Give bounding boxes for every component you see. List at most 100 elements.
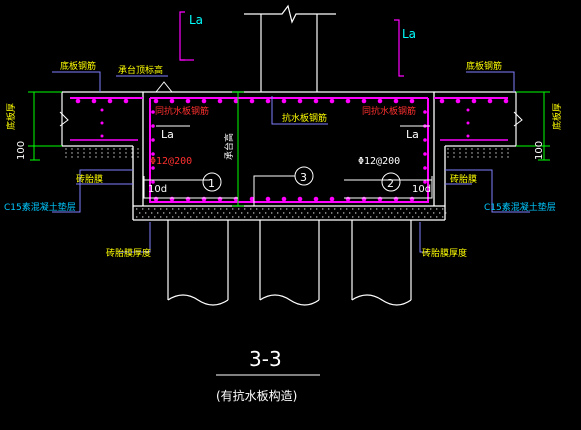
slab-left	[59, 91, 143, 147]
rebar-dot	[249, 196, 255, 202]
bedding-dot	[244, 208, 246, 210]
bedding-dot	[202, 208, 204, 210]
bedding-dot	[95, 156, 97, 158]
bedding-dot	[343, 212, 345, 214]
bedding-dot	[113, 148, 115, 150]
rebar-dot	[345, 196, 351, 202]
bedding-dot	[77, 148, 79, 150]
bedding-dot	[271, 212, 273, 214]
bedding-dot	[262, 216, 264, 218]
brick-thickness-right: 砖胎膜厚度	[422, 247, 467, 259]
bedding-dot	[166, 208, 168, 210]
bedding-dot	[289, 212, 291, 214]
rebar-dot	[151, 166, 155, 170]
dimension-lines	[28, 91, 550, 207]
bedding-dot	[501, 156, 503, 158]
rebar-dot	[297, 98, 303, 104]
bedding-dot	[501, 152, 503, 154]
bedding-dot	[489, 152, 491, 154]
piles	[167, 220, 412, 306]
bedding-hatch	[65, 148, 509, 218]
rebar-dot	[201, 98, 207, 104]
rebar-dot	[169, 98, 175, 104]
bedding-dot	[220, 208, 222, 210]
bedding-dot	[119, 156, 121, 158]
bottom-rebar-left-label: 底板钢筋	[60, 60, 96, 72]
rebar-dot	[423, 152, 427, 156]
bedding-dot	[436, 208, 438, 210]
la-inner-right: La	[406, 128, 419, 141]
bedding-dot	[259, 212, 261, 214]
slab-thickness-right: 底板厚	[551, 103, 563, 130]
rebar-dot	[153, 98, 159, 104]
rebar-dot	[423, 110, 427, 114]
brick-mold-left: 砖胎膜	[76, 173, 103, 185]
rebar-dot	[423, 138, 427, 142]
bedding-dot	[358, 208, 360, 210]
bedding-dot	[163, 212, 165, 214]
bedding-dot	[184, 216, 186, 218]
bedding-dot	[340, 216, 342, 218]
bedding-dot	[507, 152, 509, 154]
rebar-dot	[217, 98, 223, 104]
bedding-dot	[292, 208, 294, 210]
bedding-dot	[157, 212, 159, 214]
bedding-dot	[471, 156, 473, 158]
bedding-dot	[101, 148, 103, 150]
rebar-dot	[265, 196, 271, 202]
hooks	[143, 176, 433, 199]
bedding-dot	[439, 212, 441, 214]
la-label-top-right: La	[402, 27, 416, 41]
bedding-dot	[367, 212, 369, 214]
bedding-dot	[247, 212, 249, 214]
bedding-dot	[483, 148, 485, 150]
bedding-dot	[178, 208, 180, 210]
bedding-dot	[190, 216, 192, 218]
section-subtitle: (有抗水板构造)	[216, 388, 297, 403]
bedding-dot	[211, 212, 213, 214]
rebar-dot	[361, 98, 367, 104]
rebar-dot	[361, 196, 367, 202]
bedding-dot	[178, 216, 180, 218]
bedding-dot	[412, 208, 414, 210]
bedding-dot	[364, 208, 366, 210]
bedding-dot	[495, 156, 497, 158]
la-inner-left: La	[161, 128, 174, 141]
bedding-dot	[310, 216, 312, 218]
rebar-dot	[169, 196, 175, 202]
bedding-dot	[477, 156, 479, 158]
column-stub	[244, 4, 336, 92]
bedding-dot	[355, 212, 357, 214]
bedding-dot	[196, 208, 198, 210]
bedding-dot	[154, 208, 156, 210]
slab-thickness-left: 底板厚	[5, 103, 17, 130]
rebar-dot	[249, 98, 255, 104]
bedding-dot	[205, 212, 207, 214]
bedding-dot	[280, 208, 282, 210]
bedding-dot	[415, 212, 417, 214]
bedding-dot	[202, 216, 204, 218]
bedding-dot	[418, 208, 420, 210]
bedding-dot	[501, 148, 503, 150]
bedding-dot	[268, 216, 270, 218]
slab-right	[434, 91, 523, 147]
bedding-dot	[331, 212, 333, 214]
rebar-dot	[377, 98, 383, 104]
la-bracket-top-right	[394, 19, 404, 77]
bedding-dot	[208, 208, 210, 210]
bottom-rebar-right-label: 底板钢筋	[466, 60, 502, 72]
rebar-dot	[281, 196, 287, 202]
bedding-dot	[319, 212, 321, 214]
cap-top-label: 承台顶标高	[118, 64, 163, 76]
bedding-dot	[424, 216, 426, 218]
bedding-dot	[65, 148, 67, 150]
bedding-dot	[125, 156, 127, 158]
bedding-dot	[274, 208, 276, 210]
bedding-dot	[107, 148, 109, 150]
dim-100-right: 100	[534, 141, 545, 160]
rebar-dot	[439, 98, 445, 104]
bedding-dot	[376, 208, 378, 210]
bedding-dot	[148, 216, 150, 218]
section-title: 3-3	[249, 347, 282, 371]
